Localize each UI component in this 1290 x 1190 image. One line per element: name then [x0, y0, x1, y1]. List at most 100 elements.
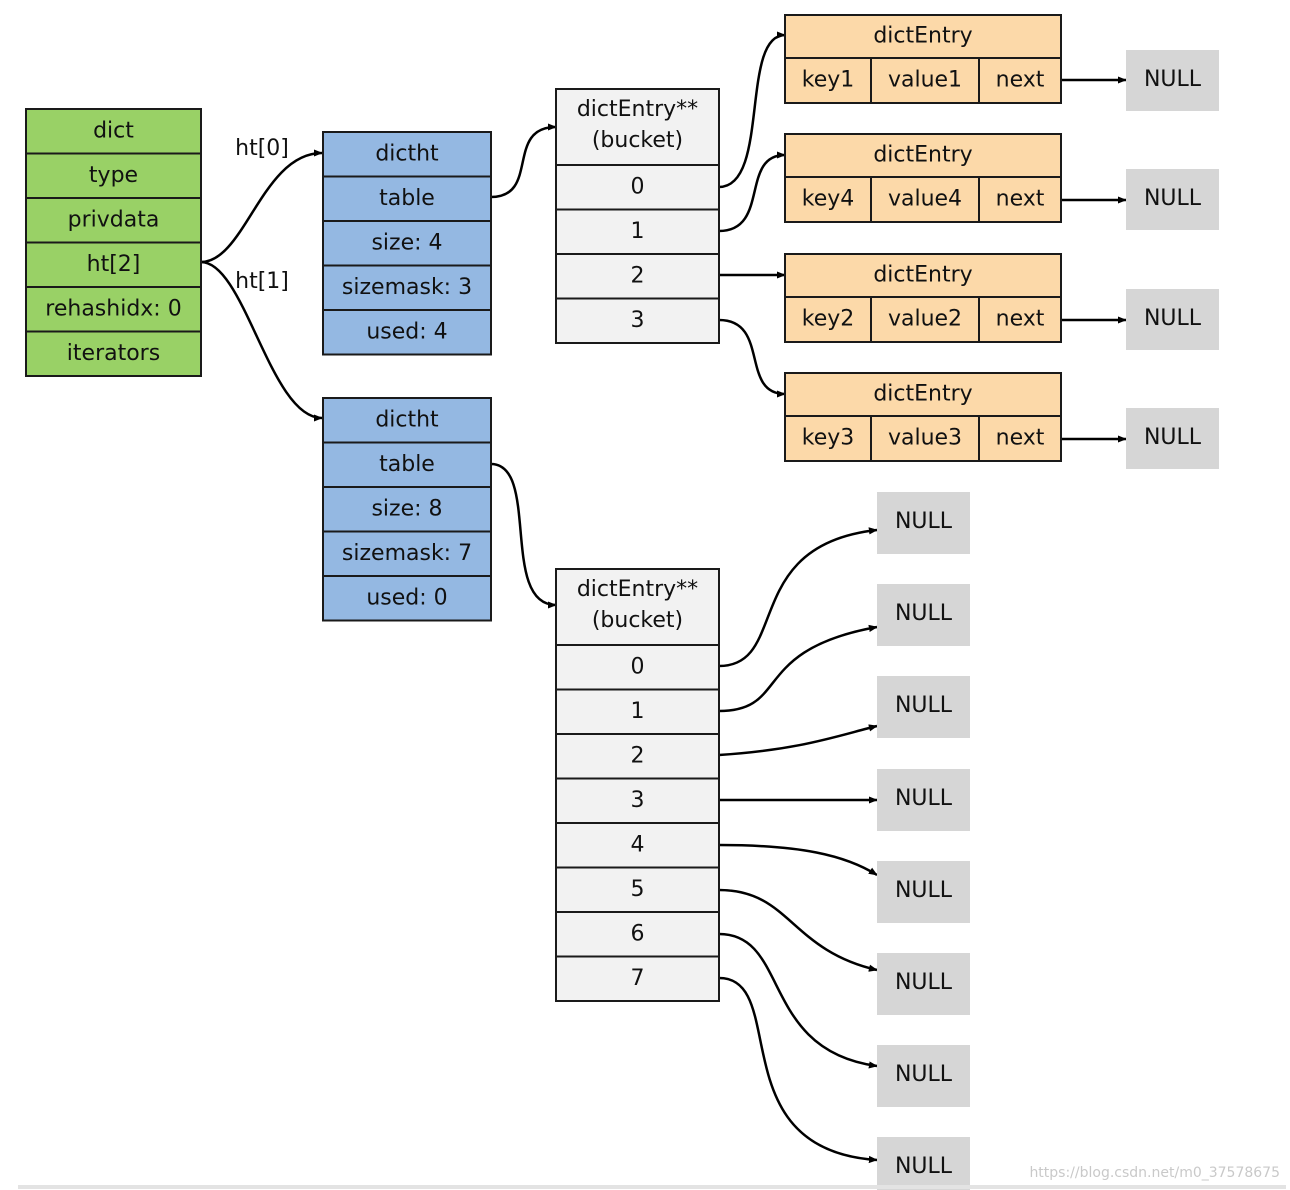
- edge-b1-7: [718, 976, 878, 1164]
- null-label-bucket1-3: NULL: [895, 786, 953, 811]
- dict-entry-1-value: value4: [888, 187, 962, 212]
- dict-entry-0-next: next: [996, 68, 1045, 93]
- null-box-bucket1-7: [877, 1137, 970, 1190]
- null-label-entry-0: NULL: [1144, 67, 1202, 92]
- dict-entry-2-title-cell: [784, 253, 1062, 298]
- dictht1-title: dictht: [375, 407, 439, 432]
- edge-b0-3: [718, 318, 786, 398]
- null-label-entry-1: NULL: [1144, 186, 1202, 211]
- null-label-entry-3: NULL: [1144, 425, 1202, 450]
- dict-entries: dictEntry key1 value1 next dictEntry key4 valu…: [784, 14, 1062, 462]
- dictht1-sizemask-cell: [322, 530, 492, 577]
- edge-b1-1: [718, 624, 878, 713]
- null-box-bucket1-3: [877, 769, 970, 831]
- dict-entry-2-next-cell: [978, 296, 1062, 343]
- dict-entry-0-key-cell: [784, 57, 872, 104]
- bucket1-slot-5: 5: [631, 877, 645, 902]
- dict-entry-2-title: dictEntry: [873, 263, 972, 288]
- bucket0-slot-2: 2: [631, 263, 645, 288]
- null-box-bucket1-1: [877, 584, 970, 646]
- dict-entry-1-key-cell: [784, 176, 872, 223]
- null-box-entry-0: [1126, 50, 1219, 111]
- bucket1-slot-7: 7: [631, 966, 645, 991]
- dict-entry-3-next: next: [996, 426, 1045, 451]
- dict-entry-0-value-cell: [870, 57, 980, 104]
- dict-entry-1-value-cell: [870, 176, 980, 223]
- null-label-bucket1-1: NULL: [895, 601, 953, 626]
- bucket1-header-type: dictEntry**: [577, 577, 698, 602]
- bucket1-slot-0: 0: [631, 654, 645, 679]
- dict-entry-3-title: dictEntry: [873, 382, 972, 407]
- edge-b1-5: [718, 888, 878, 972]
- dictht0-used: used: 4: [366, 319, 447, 344]
- dictht0-title: dictht: [375, 141, 439, 166]
- null-label-bucket1-7: NULL: [895, 1154, 953, 1179]
- dict-field-ht-cell: [25, 241, 202, 288]
- dict-entry-2-key: key2: [802, 307, 855, 332]
- dict-entry-1-title-cell: [784, 133, 1062, 178]
- null-box-bucket1-4: [877, 861, 970, 923]
- dictht0-used-cell: [322, 309, 492, 356]
- dict-entry-1-next-cell: [978, 176, 1062, 223]
- dict-field-rehashidx-cell: [25, 286, 202, 333]
- null-box-bucket1-0: [877, 492, 970, 554]
- dict-entry-2-value: value2: [888, 307, 962, 332]
- edge-table0: [490, 123, 557, 199]
- connectors: [200, 31, 1127, 1164]
- dict-entry-0-title: dictEntry: [873, 24, 972, 49]
- null-boxes: NULL NULL NULL NULL NULL NULL NULL NULL NULL NULL…: [877, 50, 1219, 1190]
- dict-entry-0-key: key1: [802, 68, 855, 93]
- edge-b1-4: [718, 843, 878, 877]
- dict-field-iterators: iterators: [67, 341, 160, 366]
- dictht1-used-cell: [322, 575, 492, 622]
- null-label-bucket1-6: NULL: [895, 1062, 953, 1087]
- null-box-bucket1-5: [877, 953, 970, 1015]
- dict-entry-1-key: key4: [802, 187, 855, 212]
- dictht1-sizemask: sizemask: 7: [342, 541, 472, 566]
- edge-b1-2: [718, 724, 878, 757]
- bucket1-slot-7-cell: [555, 955, 720, 1002]
- bucket0-header-type: dictEntry**: [577, 97, 698, 122]
- null-label-entry-2: NULL: [1144, 306, 1202, 331]
- dictht0-size-cell: [322, 220, 492, 267]
- dictht0-title-cell: [322, 131, 492, 178]
- edge-ht0: [200, 149, 323, 264]
- edge-b1-6: [718, 932, 878, 1069]
- bucket0-slot-3: 3: [631, 308, 645, 333]
- null-label-bucket1-0: NULL: [895, 509, 953, 534]
- edge-b0-0: [718, 31, 786, 189]
- dict-field-rehashidx: rehashidx: 0: [45, 296, 181, 321]
- null-box-entry-3: [1126, 408, 1219, 469]
- dict-entry-3-key-cell: [784, 415, 872, 462]
- bucket1-header-label: (bucket): [592, 608, 683, 633]
- dict-entry-3-key: key3: [802, 426, 855, 451]
- dict-entry-0-value: value1: [888, 68, 962, 93]
- edge-b1-0: [718, 527, 878, 668]
- dictht0-size: size: 4: [371, 230, 442, 255]
- null-label-bucket1-2: NULL: [895, 693, 953, 718]
- dict-entry-3-title-cell: [784, 372, 1062, 417]
- dict-entry-1-next: next: [996, 187, 1045, 212]
- watermark: https://blog.csdn.net/m0_37578675: [1029, 1165, 1280, 1181]
- dict-title: dict: [93, 118, 134, 143]
- dictht1-table-cell: [322, 441, 492, 488]
- dict-entry-0-title-cell: [784, 14, 1062, 59]
- null-box-entry-2: [1126, 289, 1219, 350]
- dictht1-size-cell: [322, 486, 492, 533]
- dict-field-type: type: [89, 163, 138, 188]
- bucket1-slot-5-cell: [555, 866, 720, 913]
- dict-entry-2-key-cell: [784, 296, 872, 343]
- bucket1-slot-6-cell: [555, 911, 720, 958]
- dict-field-privdata-cell: [25, 197, 202, 244]
- null-box-bucket1-6: [877, 1045, 970, 1107]
- bucket1-slot-1-cell: [555, 688, 720, 735]
- edge-b0-1: [718, 151, 786, 233]
- dictht0-table-cell: [322, 175, 492, 222]
- null-box-bucket1-2: [877, 676, 970, 738]
- edge-table1: [490, 462, 557, 609]
- bucket0-slot-1: 1: [631, 219, 645, 244]
- dict-entry-3-next-cell: [978, 415, 1062, 462]
